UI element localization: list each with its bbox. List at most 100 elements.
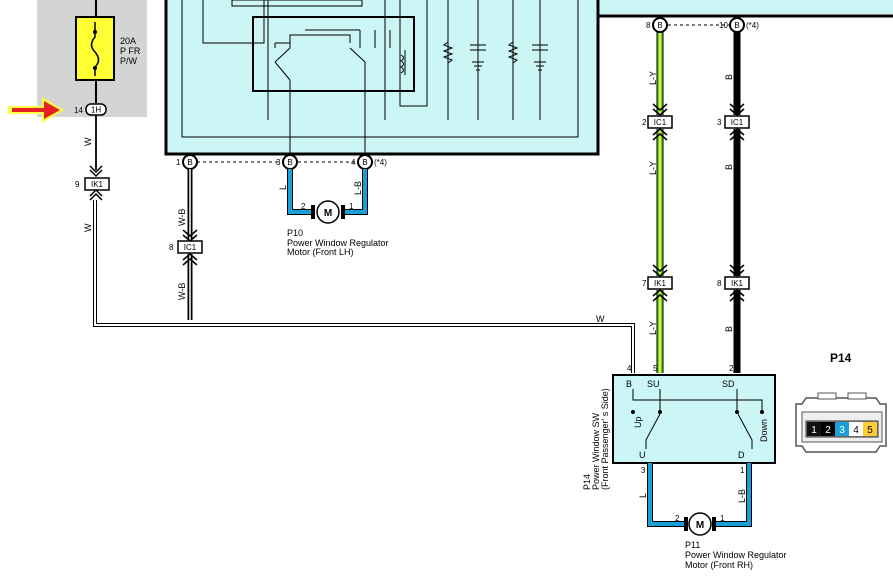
- svg-text:L: L: [278, 185, 288, 190]
- svg-text:3: 3: [717, 118, 722, 127]
- svg-text:8: 8: [646, 21, 651, 30]
- motor-lh-name-2: Motor (Front LH): [287, 247, 354, 257]
- svg-text:3: 3: [641, 466, 646, 475]
- svg-text:8: 8: [717, 279, 722, 288]
- svg-text:L-Y: L-Y: [648, 71, 658, 85]
- svg-text:B: B: [187, 158, 192, 167]
- switch-code: P14: [582, 474, 592, 490]
- svg-text:IC1: IC1: [184, 243, 197, 252]
- svg-text:8: 8: [169, 243, 174, 252]
- svg-text:IK1: IK1: [731, 279, 744, 288]
- connector-b10: [729, 17, 745, 33]
- svg-text:B: B: [287, 158, 292, 167]
- svg-text:D: D: [738, 450, 745, 460]
- wire-w-long: [94, 200, 634, 373]
- motor-rh-name-2: Motor (Front RH): [685, 560, 753, 570]
- connector-ic1-left: [177, 240, 203, 254]
- power-window-switch: [612, 374, 776, 464]
- svg-text:Down: Down: [759, 419, 769, 442]
- connector-ik1-8: [724, 276, 750, 290]
- svg-text:2: 2: [825, 425, 831, 436]
- motor-rh-icon: [688, 512, 712, 536]
- svg-text:W: W: [596, 314, 605, 324]
- svg-text:B: B: [657, 21, 662, 30]
- motor-lh-code: P10: [287, 228, 303, 238]
- svg-text:5: 5: [867, 425, 873, 436]
- body-block: [600, 0, 893, 14]
- svg-text:1: 1: [811, 425, 817, 436]
- connector-view-p14: 1 2 3 4 5: [795, 392, 887, 453]
- svg-text:M: M: [696, 520, 704, 531]
- svg-text:7: 7: [642, 279, 647, 288]
- relay-coil: [400, 54, 404, 74]
- svg-text:5: 5: [653, 364, 658, 373]
- svg-text:SU: SU: [647, 379, 660, 389]
- wire-l-b-rh: [716, 463, 751, 526]
- wire-l-b-lh: [344, 169, 367, 214]
- svg-text:IK1: IK1: [654, 279, 667, 288]
- svg-text:10: 10: [719, 21, 728, 30]
- svg-text:2: 2: [301, 202, 306, 211]
- svg-text:2: 2: [729, 364, 734, 373]
- switch-name-2: (Front Passenger' s Side): [600, 388, 610, 490]
- svg-text:W-B: W-B: [177, 283, 187, 300]
- motor-lh-name-1: Power Window Regulator: [287, 238, 389, 248]
- svg-text:L: L: [638, 493, 648, 498]
- switch-name-1: Power Window SW: [591, 412, 601, 490]
- ecu-block: [164, 0, 600, 156]
- fuse-rating: 20A: [120, 36, 136, 46]
- wire-l-rh: [648, 463, 685, 526]
- svg-text:4: 4: [853, 425, 859, 436]
- svg-text:U: U: [639, 450, 646, 460]
- svg-text:2: 2: [675, 514, 680, 523]
- connector-b8: [652, 17, 668, 33]
- resistor-2: [507, 41, 519, 64]
- svg-text:1: 1: [176, 158, 181, 167]
- svg-text:4: 4: [351, 158, 356, 167]
- svg-text:W: W: [83, 223, 93, 232]
- svg-text:B: B: [734, 21, 739, 30]
- switch-internal-circuit: [632, 389, 763, 449]
- fuse-element: [90, 22, 100, 76]
- svg-text:B: B: [724, 74, 734, 80]
- svg-text:IC1: IC1: [731, 118, 744, 127]
- svg-text:(*4): (*4): [374, 158, 387, 167]
- motor-rh-code: P11: [685, 540, 700, 550]
- connector-ic1-2: [647, 115, 673, 129]
- svg-text:IC1: IC1: [654, 118, 667, 127]
- svg-text:L-B: L-B: [737, 489, 747, 503]
- connector-view-title: P14: [830, 351, 852, 365]
- svg-text:L-Y: L-Y: [648, 161, 658, 175]
- svg-text:Up: Up: [633, 416, 643, 428]
- svg-text:1: 1: [720, 514, 725, 523]
- wire-l-lh: [288, 169, 312, 214]
- svg-text:B: B: [724, 164, 734, 170]
- fuse-name-2: P/W: [120, 56, 138, 66]
- svg-text:L-Y: L-Y: [648, 321, 658, 335]
- resistor-1: [442, 41, 454, 64]
- svg-text:1: 1: [740, 466, 745, 475]
- svg-text:B: B: [724, 326, 734, 332]
- svg-text:14: 14: [74, 106, 83, 115]
- svg-text:B: B: [362, 158, 367, 167]
- svg-text:W-B: W-B: [177, 209, 187, 226]
- svg-text:4: 4: [627, 364, 632, 373]
- fuse-name-1: P FR: [120, 46, 141, 56]
- svg-text:SD: SD: [722, 379, 735, 389]
- svg-text:(*4): (*4): [746, 21, 759, 30]
- motor-lh-icon: [316, 200, 340, 224]
- svg-text:3: 3: [839, 425, 845, 436]
- svg-text:IK1: IK1: [91, 180, 104, 189]
- connector-ik1-7: [647, 276, 673, 290]
- svg-text:B: B: [626, 379, 632, 389]
- body-block-edge: [596, 14, 893, 154]
- motor-rh-name-1: Power Window Regulator: [685, 550, 787, 560]
- svg-text:3: 3: [276, 158, 281, 167]
- svg-text:9: 9: [75, 180, 80, 189]
- red-arrow-icon: [12, 101, 60, 119]
- svg-text:1H: 1H: [91, 106, 101, 115]
- svg-text:1: 1: [349, 202, 354, 211]
- svg-text:M: M: [324, 208, 332, 219]
- svg-text:W: W: [83, 137, 93, 146]
